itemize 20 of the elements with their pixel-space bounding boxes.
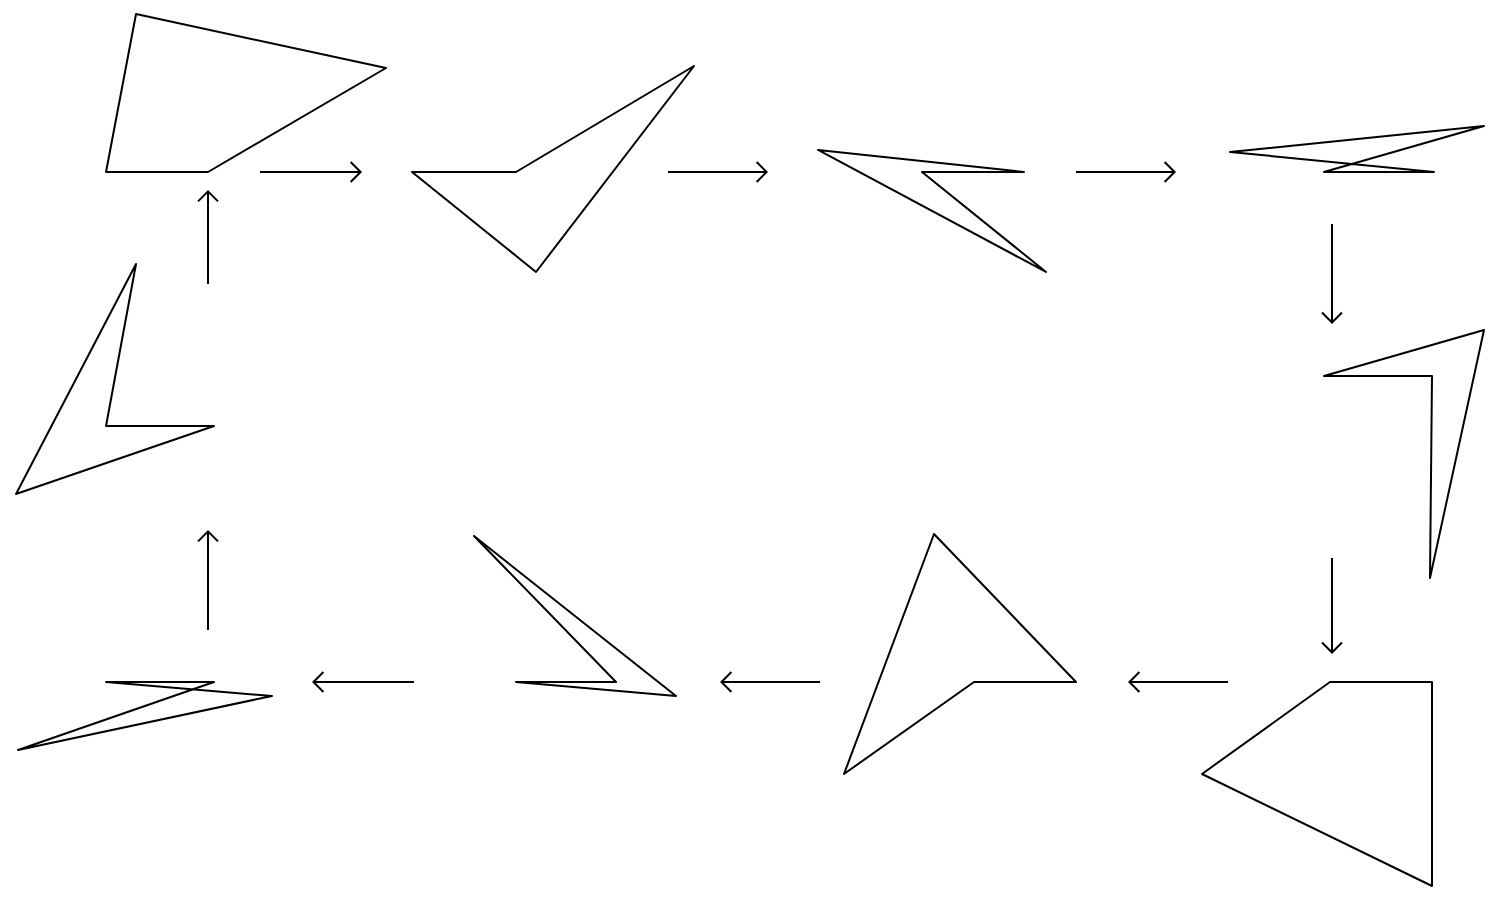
- arrow: [312, 671, 415, 693]
- arrow: [1321, 223, 1343, 324]
- quadrilateral: [817, 149, 1047, 273]
- arrow: [1321, 557, 1343, 654]
- quadrilateral: [15, 263, 215, 495]
- quadrilateral: [411, 65, 695, 273]
- quadrilateral: [843, 533, 1077, 775]
- quadrilateral: [1201, 681, 1433, 887]
- arrow: [667, 161, 768, 183]
- arrow: [197, 530, 219, 631]
- quadrilateral: [1229, 125, 1485, 173]
- arrow: [197, 190, 219, 285]
- quadrilateral: [1323, 329, 1485, 579]
- quadrilateral: [473, 535, 677, 697]
- arrow: [259, 161, 362, 183]
- quadrilateral: [17, 681, 273, 751]
- quadrilateral: [105, 13, 387, 173]
- arrow: [1075, 161, 1176, 183]
- arrow: [1128, 671, 1229, 693]
- arrow: [720, 671, 821, 693]
